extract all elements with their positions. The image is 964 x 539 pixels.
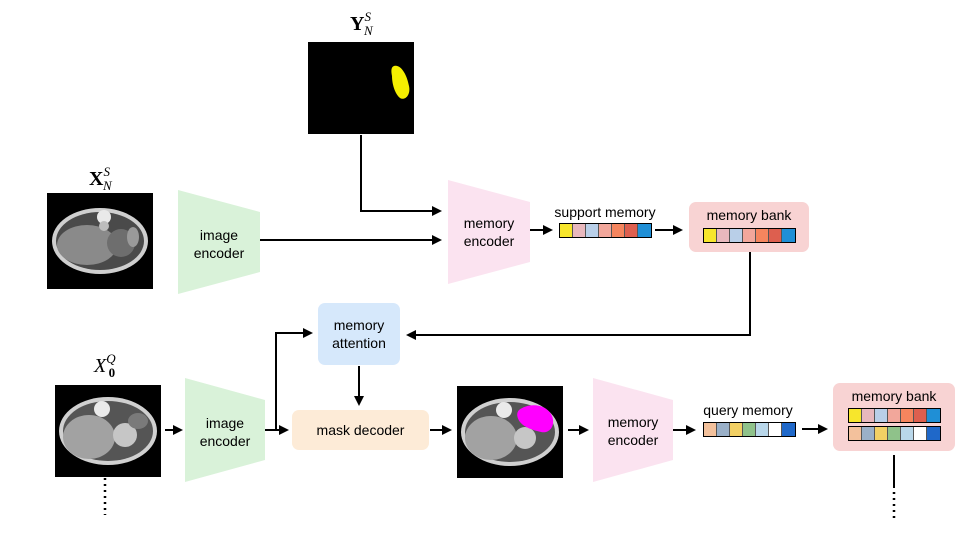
label-xs-sup: S [103,164,110,179]
result-ct-image [457,386,563,478]
image-encoder-top-shape [178,190,260,294]
image-encoder-top-line1: image [199,227,239,243]
memory-encoder-bottom-label: memory encoder [593,413,673,449]
memory-bank-bottom-row1 [848,408,941,423]
yellow-mask-region [391,65,410,99]
magenta-mask-region [517,405,554,433]
memory-bank-bottom-cell [849,409,862,422]
query-memory-cell [782,423,795,436]
query-memory-cells [703,422,796,437]
memory-bank-bottom-cell [914,427,927,440]
query-memory-cell [704,423,717,436]
image-encoder-top-line2: encoder [193,245,245,261]
support-memory-cell [638,224,651,237]
memory-attention-block: memory attention [318,303,400,365]
support-memory-cells [559,223,652,238]
memory-bank-top-cells [703,228,796,243]
memory-encoder-top-line1: memory [463,215,515,231]
memory-encoder-top-label: memory encoder [448,214,530,250]
query-memory-cell [769,423,782,436]
memory-bank-top-cell [769,229,782,242]
image-encoder-bottom-label: image encoder [185,414,265,450]
memory-bank-bottom-cell [875,409,888,422]
query-memory-cell [743,423,756,436]
mask-decoder-block: mask decoder [292,410,429,450]
memory-bank-bottom-cell [888,427,901,440]
label-xs-sub: N [102,178,112,193]
image-encoder-top-label: image encoder [178,226,260,262]
memory-bank-bottom-row2 [848,426,941,441]
label-y-main: Y [350,13,365,35]
support-memory-cell [573,224,586,237]
memory-bank-top-cell [743,229,756,242]
memory-bank-bottom-cell [862,409,875,422]
memory-encoder-bottom-shape [593,378,673,482]
query-memory-cell [717,423,730,436]
memory-bank-top-cell [730,229,743,242]
memory-bank-bottom-cell [927,427,940,440]
label-xq-main: X [94,355,107,377]
arrow-image-encoder-to-memory-attention [265,328,313,431]
support-memory-cell [586,224,599,237]
query-memory-cell [730,423,743,436]
image-encoder-bottom-shape [185,378,265,482]
memory-bank-bottom-cell [914,409,927,422]
memory-bank-bottom-cell [875,427,888,440]
memory-bank-top-cell [704,229,717,242]
label-y-sub: N [363,23,373,38]
label-y-support: YSN [350,9,373,38]
label-y-sup: S [364,9,371,24]
query-memory-cell [756,423,769,436]
support-memory-cell [612,224,625,237]
memory-bank-top: memory bank [689,202,809,252]
memory-bank-top-label: memory bank [706,207,792,223]
memory-bank-bottom-cell [888,409,901,422]
memory-bank-top-cell [717,229,730,242]
arrow-mask-to-memory-encoder [360,135,442,216]
memory-bank-bottom: memory bank [833,383,955,451]
memory-encoder-top-shape [448,180,530,284]
support-memory-label: support memory [554,204,656,220]
support-memory-cell [560,224,573,237]
query-ct-image [55,385,161,477]
memory-encoder-bottom-line1: memory [607,414,659,430]
support-mask-image [308,42,414,134]
label-xq-sup: Q [106,351,116,366]
memory-bank-bottom-cell [849,427,862,440]
memory-attention-line2: attention [332,335,386,351]
label-x-query: XQ0 [94,351,116,380]
label-xs-main: X [89,168,104,190]
memory-bank-bottom-cell [862,427,875,440]
label-xq-sub: 0 [108,365,116,380]
arrow-memory-bank-to-memory-attention [406,252,751,340]
memory-bank-bottom-label: memory bank [851,388,937,404]
memory-bank-top-cell [782,229,795,242]
memory-encoder-top-line2: encoder [463,233,515,249]
memory-encoder-bottom-line2: encoder [607,432,659,448]
memory-attention-line1: memory [333,317,385,333]
label-x-support: XSN [89,164,112,193]
memory-bank-bottom-cell [901,427,914,440]
support-ct-image [47,193,153,289]
support-memory-cell [599,224,612,237]
memory-bank-bottom-cell [901,409,914,422]
query-memory-label: query memory [703,402,793,418]
image-encoder-bottom-line2: encoder [199,433,251,449]
memory-bank-bottom-cell [927,409,940,422]
support-memory-cell [625,224,638,237]
memory-bank-top-cell [756,229,769,242]
image-encoder-bottom-line1: image [205,415,245,431]
